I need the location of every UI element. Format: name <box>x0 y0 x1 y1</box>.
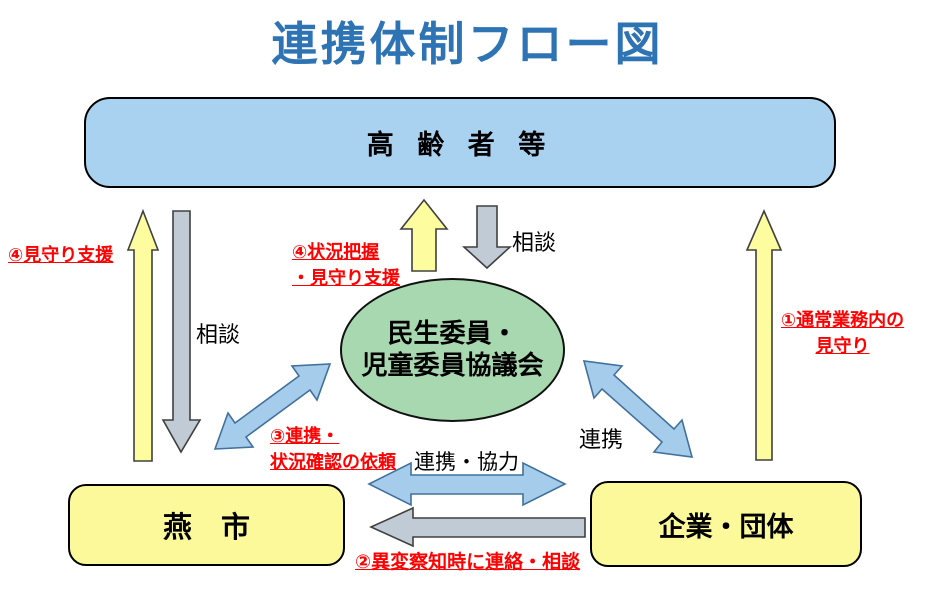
label-consult-left: 相談 <box>196 322 241 347</box>
node-elderly-label: 高 齢 者 等 <box>366 130 554 160</box>
label-step4-status-grasp: ④状況把握 ・見守り支援 <box>292 239 400 291</box>
node-elderly: 高 齢 者 等 <box>84 97 836 188</box>
node-council-label-line2: 児童委員協議会 <box>361 350 544 380</box>
label-step4-watch-support: ④見守り支援 <box>8 245 114 265</box>
node-companies: 企業・団体 <box>590 481 862 567</box>
diagram-title: 連携体制フロー図 <box>271 18 664 70</box>
label-step1-normal-watch: ①通常業務内の 見守り <box>770 307 915 359</box>
arrow-up-companies-to-elderly-yellow <box>745 208 783 461</box>
label-step3-coop-request-line1: ③連携・ <box>270 426 340 446</box>
node-city-label: 燕 市 <box>162 512 250 544</box>
arrow-double-city-companies-blue <box>367 461 567 507</box>
arrow-double-city-council-blue <box>213 363 332 450</box>
node-council: 民生委員・ 児童委員協議会 <box>340 278 565 422</box>
node-companies-label: 企業・団体 <box>658 511 794 542</box>
arrow-left-companies-to-city-gray <box>369 506 586 548</box>
label-step1-normal-watch-line2: 見守り <box>815 336 870 357</box>
label-coop: 連携 <box>579 427 624 452</box>
label-step1-normal-watch-line1: ①通常業務内の <box>780 310 905 330</box>
arrow-up-city-to-elderly-yellow <box>126 208 160 462</box>
node-city: 燕 市 <box>68 484 345 566</box>
label-step2-report-contact: ②異変察知時に連絡・相談 <box>355 552 581 573</box>
label-step4-status-grasp-line2: ・見守り支援 <box>292 268 400 289</box>
label-step3-coop-request-line2: 状況確認の依頼 <box>270 452 396 473</box>
arrow-up-council-to-elderly-yellow <box>399 198 449 272</box>
label-coop-collab: 連携・協力 <box>414 451 519 474</box>
label-step4-status-grasp-line1: ④状況把握 <box>292 242 380 262</box>
node-council-label-line1: 民生委員・ <box>387 318 518 349</box>
arrow-double-council-companies-blue <box>582 360 694 458</box>
arrow-down-elderly-to-council-gray <box>461 205 513 270</box>
label-consult-center: 相談 <box>512 230 557 255</box>
label-step3-coop-request: ③連携・ 状況確認の依頼 <box>270 423 396 475</box>
arrow-down-elderly-to-city-gray <box>161 210 202 454</box>
